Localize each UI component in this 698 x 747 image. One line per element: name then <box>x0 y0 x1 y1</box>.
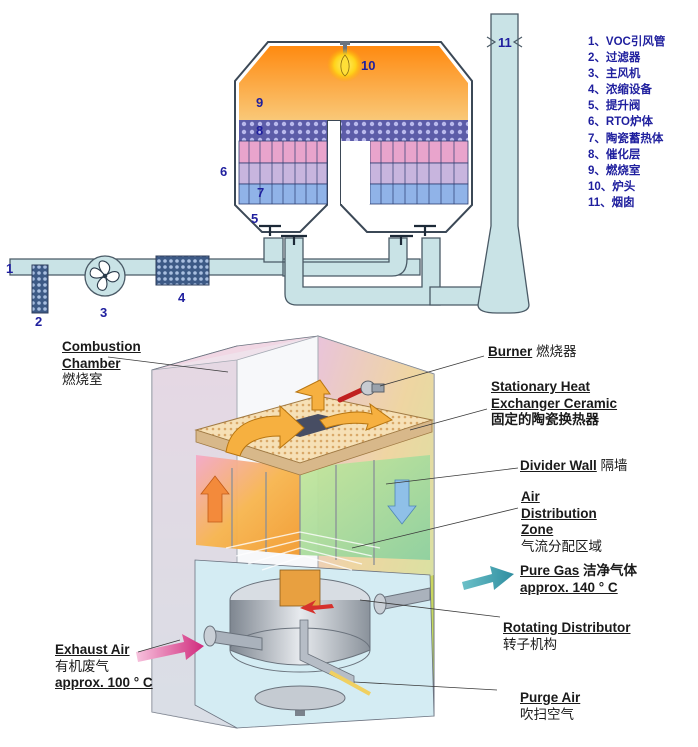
up-arrow <box>200 475 230 523</box>
legend-item: 10、炉头 <box>588 180 636 193</box>
label-7: 7 <box>257 185 264 200</box>
callout-text: Combustion <box>62 339 141 354</box>
concentrator <box>155 255 210 286</box>
left-riser-duct <box>263 237 284 263</box>
callout-pure-gas: Pure Gas 洁净气体 approx. 140 ° C <box>520 563 637 596</box>
callout-text: Exhaust Air <box>55 642 130 657</box>
catalyst-layer-right <box>341 120 468 141</box>
rotation-arrow <box>300 600 334 614</box>
burner-top <box>327 41 363 82</box>
callout-text: 吹扫空气 <box>520 706 574 722</box>
legend-item: 8、催化层 <box>588 148 641 161</box>
bottom-cutaway <box>107 335 519 729</box>
callout-text: 燃烧器 <box>536 344 577 359</box>
callout-air-distribution: Air Distribution Zone 气流分配区域 <box>521 489 602 555</box>
burner-unit <box>337 380 385 403</box>
crossover-duct <box>282 237 408 277</box>
callout-heat-exchanger: Stationary Heat Exchanger Ceramic 固定的陶瓷换… <box>491 379 617 429</box>
legend-item: 4、浓缩设备 <box>588 84 652 97</box>
label-10: 10 <box>361 58 375 73</box>
top-schematic: 1 2 3 4 5 6 7 8 9 10 11 <box>6 13 530 329</box>
callout-text: Air <box>521 489 540 504</box>
callout-text: Pure Gas <box>520 563 580 578</box>
callout-text: Burner <box>488 344 533 359</box>
pure-gas-arrow <box>462 566 514 590</box>
callout-text: Rotating Distributor <box>503 620 631 635</box>
legend-item: 3、主风机 <box>588 68 641 81</box>
legend-item: 1、VOC引风管 <box>588 36 666 48</box>
callout-text: 转子机构 <box>503 636 557 652</box>
callout-text: Chamber <box>62 355 121 371</box>
ceramic-media-right <box>369 140 469 205</box>
callout-text: Distribution <box>521 505 597 521</box>
legend-item: 9、燃烧室 <box>588 164 641 177</box>
callout-text: 隔墙 <box>600 458 628 473</box>
callout-text: Divider Wall <box>520 458 597 473</box>
stack-damper <box>486 36 523 48</box>
label-8: 8 <box>256 123 263 138</box>
leader-lines <box>107 355 519 691</box>
filter <box>31 264 49 314</box>
callout-text: 洁净气体 <box>583 563 638 578</box>
callout-text: Zone <box>521 522 554 537</box>
callout-text: Exchanger Ceramic <box>491 395 618 411</box>
outlet-duct <box>284 237 441 306</box>
legend-item: 5、提升阀 <box>588 100 641 113</box>
hot-chamber <box>196 455 300 555</box>
poppet-valves <box>259 224 436 245</box>
down-arrow <box>387 479 417 525</box>
legend: 1、VOC引风管 2、过滤器 3、主风机 4、浓缩设备 5、提升阀 6、RTO炉… <box>588 34 698 211</box>
callout-text: Stationary Heat <box>491 379 591 394</box>
callout-text: 有机废气 <box>55 658 109 674</box>
exhaust-arrow <box>136 634 204 662</box>
legend-item: 7、陶瓷蓄热体 <box>588 132 664 145</box>
callout-combustion-chamber: Combustion Chamber 燃烧室 <box>62 339 141 389</box>
callout-purge-air: Purge Air 吹扫空气 <box>520 690 580 723</box>
label-3: 3 <box>100 305 107 320</box>
callout-text: 气流分配区域 <box>521 538 602 554</box>
callout-exhaust-air: Exhaust Air 有机废气 approx. 100 ° C <box>55 642 153 692</box>
combustion-chamber <box>239 46 468 120</box>
pure-gas-outlet <box>373 587 431 615</box>
label-6: 6 <box>220 164 227 179</box>
callout-text: approx. 140 ° C <box>520 579 618 595</box>
legend-item: 2、过滤器 <box>588 52 641 65</box>
label-1: 1 <box>6 261 13 276</box>
callout-text: 燃烧室 <box>62 372 103 387</box>
legend-item: 11、烟囱 <box>588 196 635 209</box>
label-2: 2 <box>35 314 42 329</box>
callout-text: 固定的陶瓷换热器 <box>491 412 599 427</box>
right-flow-arrow <box>319 402 394 431</box>
label-11: 11 <box>498 35 512 50</box>
callout-text: approx. 100 ° C <box>55 675 153 690</box>
callout-burner: Burner 燃烧器 <box>488 344 577 361</box>
purge-pipe <box>299 619 371 696</box>
callout-text: Purge Air <box>520 690 581 705</box>
label-5: 5 <box>251 211 258 226</box>
media-grid <box>248 141 455 204</box>
main-fan <box>84 255 126 297</box>
label-9: 9 <box>256 95 263 110</box>
label-4: 4 <box>178 290 186 305</box>
stack <box>477 13 530 314</box>
hot-flow-arrow <box>225 404 305 457</box>
exhaust-inlet-pipe <box>203 625 263 651</box>
legend-item: 6、RTO炉体 <box>588 116 653 129</box>
callout-divider-wall: Divider Wall 隔墙 <box>520 458 628 475</box>
rotating-distributor <box>229 569 371 716</box>
distribution-vanes <box>225 531 381 571</box>
callout-rotating-distributor: Rotating Distributor 转子机构 <box>503 620 631 653</box>
catalyst-layer-left <box>239 120 327 141</box>
top-flow-arrow <box>294 379 331 411</box>
